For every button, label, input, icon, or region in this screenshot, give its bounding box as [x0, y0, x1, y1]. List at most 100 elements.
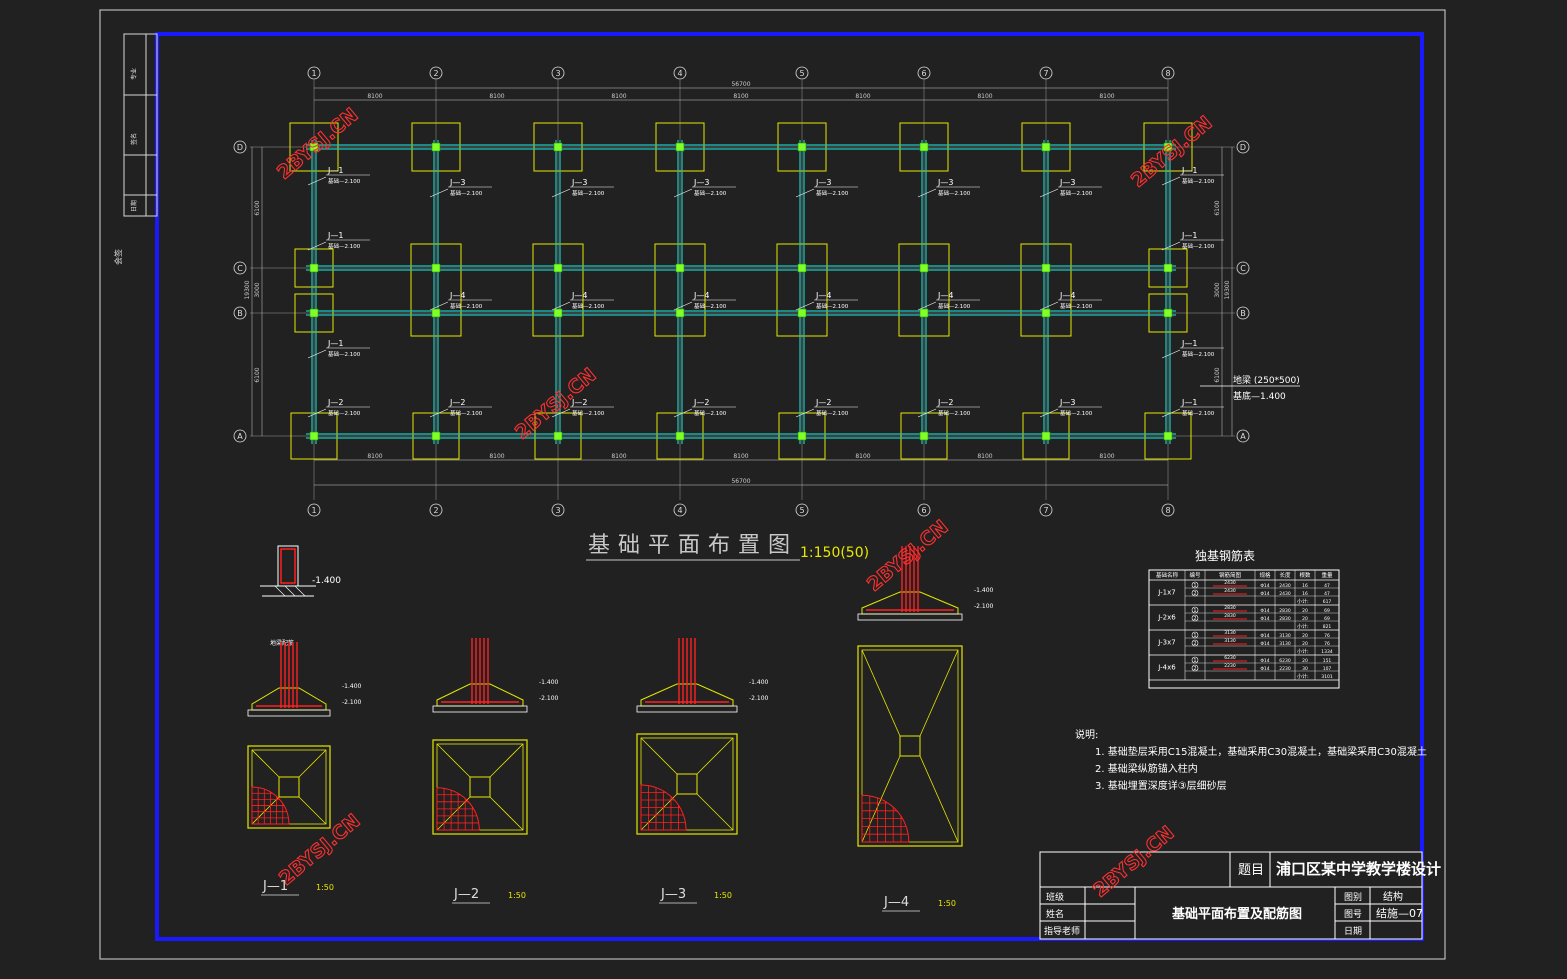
- table-cell: 47: [1324, 591, 1330, 597]
- table-cell: 2830: [1224, 605, 1236, 611]
- column: [797, 431, 807, 441]
- axis-bubble: [673, 66, 687, 80]
- watermark: 2BYSJ.CN: [273, 104, 362, 184]
- notes-line: 2. 基础梁纵筋锚入柱内: [1095, 762, 1198, 775]
- footing-label: J—3: [815, 178, 831, 187]
- footing-outline: [778, 412, 826, 460]
- detail-plan: [247, 745, 331, 829]
- axis-bubble: [233, 261, 247, 275]
- axis-bubble: [307, 66, 321, 80]
- column: [675, 263, 685, 273]
- footing-elev: 基础—2.100: [938, 302, 971, 310]
- column: [431, 308, 441, 318]
- table-cell: 107: [1323, 666, 1332, 672]
- table-cell: 20: [1302, 658, 1308, 664]
- footing-label: J—1: [1181, 231, 1197, 240]
- footing-outline: [656, 412, 704, 460]
- detail-cushion: [857, 613, 963, 621]
- footing-outline: [532, 243, 584, 337]
- dim-text: 8100: [733, 93, 748, 100]
- footing-outline: [898, 243, 950, 337]
- dim-text: 6100: [254, 200, 261, 215]
- dim-text: 3000: [1214, 282, 1221, 297]
- detail-slope-line: [919, 649, 959, 737]
- table-subtotal-label: 小计:: [1297, 673, 1309, 680]
- column: [309, 431, 319, 441]
- footing-label: J—3: [449, 178, 465, 187]
- dim-text: 6100: [1214, 367, 1221, 382]
- footing-label: J—4: [449, 291, 465, 300]
- footing-outline: [1143, 122, 1193, 172]
- detail-label: J—2: [453, 887, 479, 902]
- dim-text: 56700: [731, 478, 750, 485]
- detail-slope-line: [696, 793, 734, 831]
- dim-text: 8100: [1099, 453, 1114, 460]
- table-cell: 1: [1193, 608, 1196, 614]
- footing-elev: 基础—2.100: [816, 409, 849, 417]
- axis-label: 5: [799, 69, 804, 78]
- footing-outline: [1020, 243, 1072, 337]
- table-cell: 2830: [1224, 613, 1236, 619]
- dim-text: 8100: [367, 93, 382, 100]
- table-subtotal: 617: [1323, 599, 1332, 605]
- dim-text: 6100: [1214, 200, 1221, 215]
- table-header: 重量: [1321, 571, 1333, 579]
- table-cell: 1: [1193, 658, 1196, 664]
- footing-outline: [776, 243, 828, 337]
- dim-text: 19300: [1224, 280, 1231, 299]
- detail-elev: -2.100: [749, 695, 769, 702]
- detail-plan: [636, 733, 738, 835]
- footing-elev: 基础—2.100: [328, 242, 361, 250]
- plan-beam-elev: 基底—1.400: [1233, 390, 1286, 402]
- axis-label: 7: [1043, 69, 1048, 78]
- axis-label: 8: [1165, 69, 1170, 78]
- footing-outline: [290, 412, 338, 460]
- footing-outline: [410, 243, 462, 337]
- class-label: 班级: [1046, 891, 1064, 903]
- notes-line: 3. 基础埋置深度详③层细砂层: [1095, 779, 1227, 792]
- table-cell: 20: [1302, 616, 1308, 622]
- column: [1163, 263, 1173, 273]
- column: [797, 142, 807, 152]
- axis-label: 4: [677, 69, 682, 78]
- footing-outline: [533, 122, 583, 172]
- detail-label: J—4: [883, 895, 909, 910]
- footing-elev: 基础—2.100: [450, 409, 483, 417]
- footing-outline: [411, 122, 461, 172]
- footing-label: J—4: [1059, 291, 1075, 300]
- axis-label: 2: [433, 506, 438, 515]
- detail-label: J—1: [262, 879, 288, 894]
- axis-label: 6: [921, 69, 926, 78]
- table-header: 根数: [1299, 571, 1311, 579]
- advisor-label: 指导老师: [1044, 925, 1080, 937]
- footing-label: J—1: [1181, 166, 1197, 175]
- footing-label: J—1: [327, 166, 343, 175]
- table-cell: 3130: [1279, 633, 1291, 639]
- detail-slope-line: [640, 737, 678, 775]
- sign-strip-item: 专业: [130, 68, 138, 80]
- table-cell: 20: [1302, 633, 1308, 639]
- column: [1041, 263, 1051, 273]
- table-cell: 2230: [1279, 666, 1291, 672]
- footing-label: J—1: [327, 339, 343, 348]
- outer-frame: [99, 9, 1446, 960]
- footing-elev: 基础—2.100: [450, 302, 483, 310]
- footing-outline: [1148, 248, 1188, 288]
- column: [1041, 308, 1051, 318]
- main-title: 基础平面布置图: [588, 533, 798, 558]
- table-cell: Φ14: [1260, 641, 1269, 647]
- column: [553, 308, 563, 318]
- column: [1041, 142, 1051, 152]
- table-cell: 69: [1324, 616, 1330, 622]
- dim-text: 8100: [1099, 93, 1114, 100]
- detail-column: [278, 776, 300, 798]
- axis-label: A: [1240, 432, 1246, 441]
- leader-line: [1161, 176, 1181, 186]
- footing-elev: 基础—2.100: [694, 409, 727, 417]
- detail-plan-inner: [861, 649, 959, 843]
- footing-outline: [654, 243, 706, 337]
- detail-cushion: [247, 709, 331, 717]
- column: [919, 142, 929, 152]
- leader-line: [551, 301, 571, 311]
- footing-elev: 基础—2.100: [450, 189, 483, 197]
